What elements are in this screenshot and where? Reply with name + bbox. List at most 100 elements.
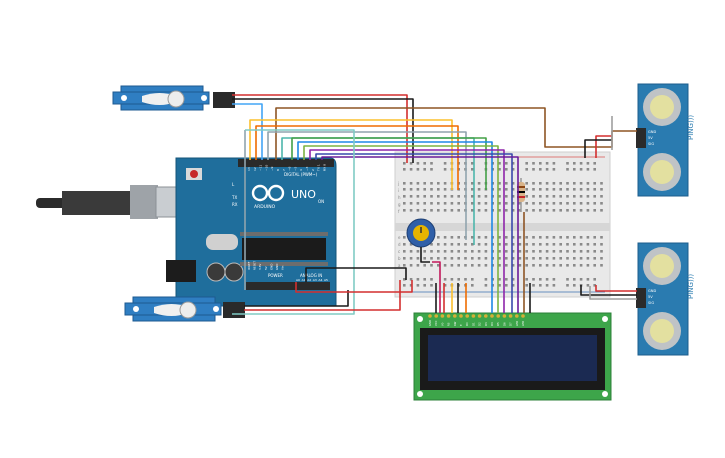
breadboard-hole[interactable]: [525, 168, 528, 171]
breadboard-hole[interactable]: [559, 209, 562, 212]
breadboard-hole[interactable]: [484, 284, 488, 287]
breadboard-hole[interactable]: [566, 168, 569, 171]
breadboard-hole[interactable]: [430, 202, 433, 205]
breadboard-hole[interactable]: [525, 162, 528, 165]
breadboard-hole[interactable]: [600, 202, 603, 205]
breadboard-hole[interactable]: [416, 257, 420, 260]
breadboard-hole[interactable]: [409, 278, 413, 281]
breadboard-hole[interactable]: [403, 243, 406, 246]
breadboard-hole[interactable]: [518, 264, 522, 267]
breadboard-hole[interactable]: [545, 182, 549, 185]
breadboard-hole[interactable]: [409, 209, 413, 212]
lcd-pin[interactable]: [453, 314, 457, 318]
breadboard-hole[interactable]: [525, 202, 528, 205]
breadboard-hole[interactable]: [511, 202, 515, 205]
breadboard-hole[interactable]: [511, 250, 515, 253]
breadboard-hole[interactable]: [471, 257, 474, 260]
lcd-pin[interactable]: [434, 314, 439, 318]
breadboard-hole[interactable]: [518, 250, 522, 253]
breadboard-hole[interactable]: [586, 284, 590, 287]
breadboard-hole[interactable]: [437, 236, 440, 239]
breadboard-hole[interactable]: [505, 182, 508, 185]
breadboard-hole[interactable]: [403, 202, 406, 205]
breadboard-hole[interactable]: [593, 284, 596, 287]
breadboard-hole[interactable]: [566, 257, 569, 260]
breadboard-hole[interactable]: [579, 202, 583, 205]
breadboard-hole[interactable]: [403, 236, 406, 239]
breadboard-hole[interactable]: [484, 195, 488, 198]
wires[interactable]: [232, 94, 637, 315]
breadboard-hole[interactable]: [511, 284, 515, 287]
breadboard-hole[interactable]: [403, 188, 406, 191]
breadboard-hole[interactable]: [477, 264, 481, 267]
breadboard-hole[interactable]: [511, 188, 515, 191]
lcd-pin[interactable]: [490, 314, 494, 318]
breadboard-hole[interactable]: [545, 278, 549, 281]
breadboard-hole[interactable]: [559, 182, 562, 185]
breadboard-hole[interactable]: [511, 243, 515, 246]
breadboard-hole[interactable]: [484, 250, 488, 253]
breadboard-hole[interactable]: [471, 182, 474, 185]
breadboard-hole[interactable]: [477, 250, 481, 253]
breadboard-hole[interactable]: [443, 250, 447, 253]
breadboard-hole[interactable]: [552, 162, 556, 165]
breadboard-hole[interactable]: [437, 257, 440, 260]
breadboard-hole[interactable]: [443, 278, 447, 281]
breadboard-hole[interactable]: [437, 195, 440, 198]
breadboard-hole[interactable]: [573, 188, 576, 191]
breadboard-hole[interactable]: [471, 202, 474, 205]
breadboard-hole[interactable]: [409, 162, 413, 165]
breadboard-hole[interactable]: [471, 243, 474, 246]
breadboard-hole[interactable]: [416, 264, 420, 267]
breadboard-hole[interactable]: [586, 188, 590, 191]
breadboard-hole[interactable]: [505, 202, 508, 205]
breadboard-hole[interactable]: [498, 278, 501, 281]
breadboard-hole[interactable]: [443, 284, 447, 287]
breadboard-hole[interactable]: [579, 162, 583, 165]
breadboard-hole[interactable]: [457, 209, 460, 212]
breadboard-hole[interactable]: [566, 195, 569, 198]
breadboard-hole[interactable]: [484, 243, 488, 246]
breadboard-hole[interactable]: [477, 209, 481, 212]
breadboard-hole[interactable]: [409, 243, 413, 246]
breadboard-hole[interactable]: [559, 264, 562, 267]
lcd-pin[interactable]: [459, 314, 463, 318]
breadboard-hole[interactable]: [450, 264, 454, 267]
arduino-uno-board[interactable]: UNO ARDUINO DIGITAL (PWM~) POWER ANALOG …: [166, 157, 337, 307]
breadboard-hole[interactable]: [505, 162, 508, 165]
breadboard-hole[interactable]: [498, 202, 501, 205]
breadboard-hole[interactable]: [600, 264, 603, 267]
breadboard-hole[interactable]: [471, 188, 474, 191]
breadboard-hole[interactable]: [566, 264, 569, 267]
breadboard-hole[interactable]: [573, 250, 576, 253]
breadboard-hole[interactable]: [539, 195, 542, 198]
breadboard-hole[interactable]: [416, 202, 420, 205]
breadboard-hole[interactable]: [505, 209, 508, 212]
breadboard-hole[interactable]: [443, 188, 447, 191]
breadboard-hole[interactable]: [552, 250, 556, 253]
breadboard-hole[interactable]: [505, 257, 508, 260]
breadboard-hole[interactable]: [579, 168, 583, 171]
breadboard-hole[interactable]: [545, 250, 549, 253]
breadboard-hole[interactable]: [423, 202, 426, 205]
breadboard-hole[interactable]: [430, 264, 433, 267]
breadboard-hole[interactable]: [437, 250, 440, 253]
breadboard-hole[interactable]: [498, 257, 501, 260]
servo-horn[interactable]: [142, 93, 176, 105]
breadboard-hole[interactable]: [505, 188, 508, 191]
breadboard-hole[interactable]: [573, 209, 576, 212]
breadboard-hole[interactable]: [566, 188, 569, 191]
breadboard-hole[interactable]: [545, 162, 549, 165]
breadboard-hole[interactable]: [539, 243, 542, 246]
breadboard-hole[interactable]: [484, 202, 488, 205]
breadboard-hole[interactable]: [573, 202, 576, 205]
breadboard-hole[interactable]: [532, 250, 535, 253]
breadboard-hole[interactable]: [484, 278, 488, 281]
breadboard-hole[interactable]: [443, 243, 447, 246]
breadboard-hole[interactable]: [498, 162, 501, 165]
breadboard-hole[interactable]: [471, 195, 474, 198]
breadboard-hole[interactable]: [559, 257, 562, 260]
breadboard-hole[interactable]: [423, 188, 426, 191]
